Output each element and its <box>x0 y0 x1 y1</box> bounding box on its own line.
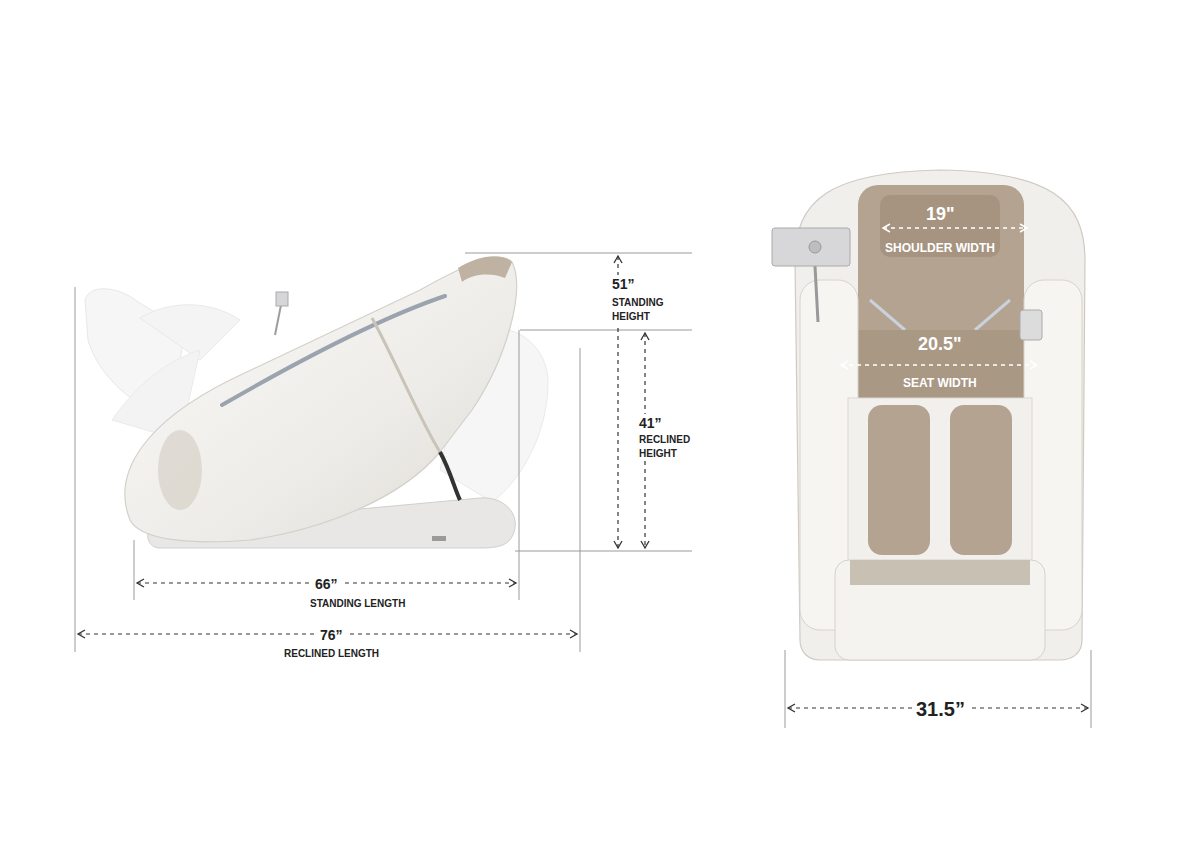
front-view-chair-part <box>848 398 1032 563</box>
front-view-chair-part <box>815 266 818 322</box>
side-view-chair-part <box>125 257 517 541</box>
front-view-chair-part <box>841 364 1037 366</box>
front-view-chair-part <box>850 560 1030 585</box>
front-view-chair-part <box>868 405 930 555</box>
reclined-ghost-part <box>140 305 240 360</box>
front-view-chair-part <box>880 195 1000 257</box>
front-view-chair-part <box>809 241 821 253</box>
dimension-value: 20.5" <box>918 332 962 356</box>
dimension-caption: RECLINED HEIGHT <box>636 433 704 461</box>
front-view-chair-part <box>883 227 1027 229</box>
side-view-chair-part <box>158 430 202 510</box>
dimension-caption: STANDING LENGTH <box>307 597 408 611</box>
front-view-chair-part <box>1020 310 1042 340</box>
side-view-chair-part <box>458 256 512 282</box>
dimension-value: 66” <box>312 575 341 594</box>
dimension-lines-part <box>134 540 135 600</box>
side-view-chair <box>125 256 517 548</box>
width-dimension-part <box>1091 650 1092 728</box>
front-view-chair-part <box>772 228 850 266</box>
dimension-lines-part <box>75 287 76 652</box>
side-view-chair-part <box>276 292 288 306</box>
dimension-value: 41” <box>636 414 665 433</box>
width-dimension <box>785 650 1091 728</box>
front-view-chair-part <box>870 300 1010 330</box>
dimension-caption: STANDING HEIGHT <box>609 296 677 324</box>
dimension-value: 19" <box>926 202 955 226</box>
front-view-chair-part <box>835 560 1045 660</box>
dimension-value: 31.5” <box>913 696 968 723</box>
dimension-caption: SHOULDER WIDTH <box>885 240 995 256</box>
side-view-chair-part <box>432 536 446 541</box>
dimension-lines-part <box>465 253 692 254</box>
dimension-lines-part <box>520 330 692 331</box>
front-view-chair-part <box>950 405 1012 555</box>
side-view-chair-part <box>440 452 460 500</box>
dimension-lines-part <box>515 551 692 552</box>
dimension-lines <box>75 253 692 652</box>
dimension-lines-part <box>519 330 520 600</box>
width-dimension-part <box>785 650 786 728</box>
dimension-caption: SEAT WIDTH <box>903 375 977 391</box>
side-view-chair-part <box>372 318 440 452</box>
dimension-value: 76” <box>317 626 346 645</box>
front-view-chair-part <box>840 330 1040 400</box>
dimension-lines-part <box>580 348 581 652</box>
dimension-caption: RECLINED LENGTH <box>281 647 382 661</box>
side-view-chair-part <box>222 296 445 405</box>
front-view-chair <box>772 170 1085 660</box>
dimension-value: 51” <box>609 275 638 294</box>
